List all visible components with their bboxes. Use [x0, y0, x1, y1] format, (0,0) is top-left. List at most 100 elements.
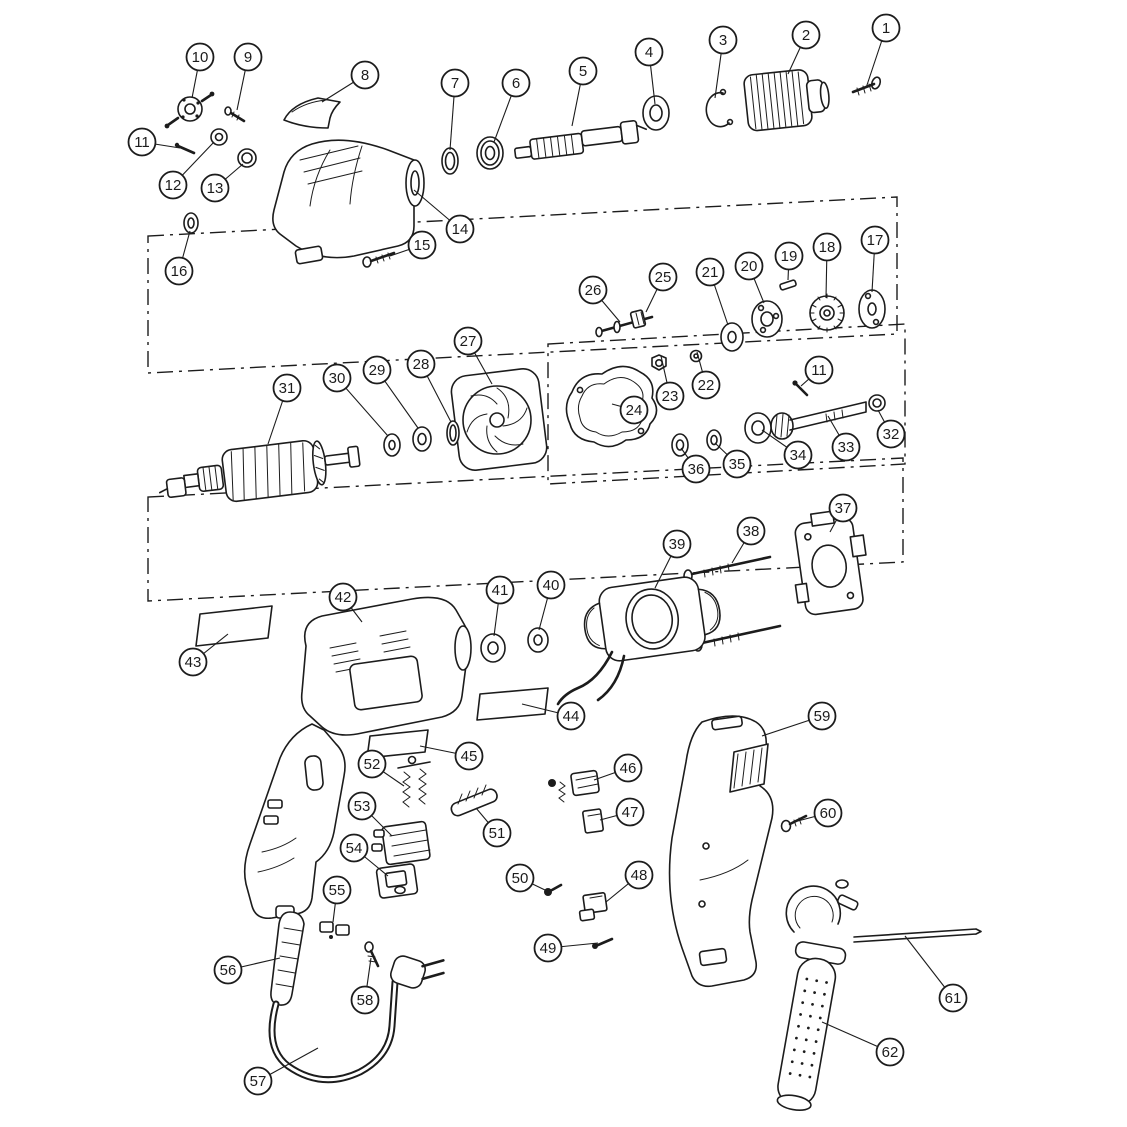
bearing-part-40 [527, 627, 549, 653]
callout-31: 31 [267, 373, 302, 445]
callout-number: 35 [729, 456, 746, 473]
callout-number: 27 [460, 333, 477, 350]
callout-number: 59 [814, 708, 831, 725]
callout-32: 32 [876, 409, 906, 449]
callout-circle [322, 875, 352, 905]
callout-57: 57 [243, 1047, 319, 1096]
callout-circle [695, 257, 725, 287]
callout-circle [783, 440, 813, 470]
screw-part-60 [780, 814, 808, 833]
callout-11: 11 [800, 355, 834, 387]
screw-part-11b [792, 380, 809, 397]
callout-number: 54 [346, 840, 363, 857]
callout-51: 51 [475, 807, 512, 848]
callout-28: 28 [406, 349, 452, 423]
callout-circle [200, 173, 230, 203]
callout-20: 20 [734, 251, 765, 304]
carbon-brush-part-47 [582, 808, 604, 834]
screw-part-1 [851, 76, 882, 96]
callout-circle [634, 37, 664, 67]
callout-circle [624, 860, 654, 890]
callout-circle [482, 818, 512, 848]
label-part-44 [476, 687, 549, 721]
callout-circle [619, 395, 649, 425]
callout-40: 40 [536, 570, 566, 631]
callout-17: 17 [860, 225, 890, 293]
callout-circle [791, 20, 821, 50]
callout-6: 6 [493, 68, 531, 143]
callout-circle [453, 326, 483, 356]
callout-number: 3 [719, 32, 727, 49]
callout-number: 7 [451, 75, 459, 92]
callout-number: 33 [838, 439, 855, 456]
callout-number: 49 [540, 940, 557, 957]
callout-number: 36 [688, 461, 705, 478]
bearing-part-29 [412, 426, 432, 452]
callout-number: 56 [220, 962, 237, 979]
spindle-shaft-part-5 [514, 119, 648, 160]
callout-18: 18 [812, 232, 842, 299]
callout-circle [615, 797, 645, 827]
switch-module-part-53 [371, 820, 431, 866]
callout-11: 11 [127, 127, 181, 157]
nut-part-32 [868, 394, 886, 412]
callout-circle [445, 214, 475, 244]
callout-circle [213, 955, 243, 985]
callout-circle [556, 701, 586, 731]
callout-circle [178, 647, 208, 677]
callout-number: 32 [883, 426, 900, 443]
callout-circle [533, 933, 563, 963]
callout-45: 45 [419, 741, 484, 771]
callout-circle [807, 701, 837, 731]
callout-55: 55 [322, 875, 352, 923]
cord-clamp-part-55 [319, 921, 350, 939]
pinion-shaft-part-25-26 [595, 309, 654, 338]
callout-56: 56 [213, 955, 281, 985]
callout-circle [185, 42, 215, 72]
bearing-part-41 [480, 633, 506, 663]
washer-part-36 [671, 433, 689, 457]
callout-number: 21 [702, 264, 719, 281]
callout-53: 53 [347, 791, 393, 837]
callout-circle [440, 68, 470, 98]
callout-number: 38 [743, 523, 760, 540]
callout-number: 44 [563, 708, 580, 725]
callout-number: 30 [329, 370, 346, 387]
callout-number: 51 [489, 825, 506, 842]
callout-number: 37 [835, 500, 852, 517]
callout-37: 37 [828, 493, 858, 533]
callout-22: 22 [691, 351, 721, 400]
screw-part-58 [364, 941, 380, 968]
callout-29: 29 [362, 355, 419, 429]
gear-shaft-part-33 [770, 401, 867, 440]
callout-circle [876, 419, 906, 449]
callout-39: 39 [654, 529, 692, 589]
callout-number: 28 [413, 356, 430, 373]
callout-36: 36 [680, 447, 711, 484]
callout-16: 16 [164, 230, 194, 286]
callout-number: 10 [192, 49, 209, 66]
callout-number: 9 [244, 49, 252, 66]
gear-housing-part-14 [272, 139, 425, 265]
callout-52: 52 [357, 749, 405, 787]
callout-47: 47 [599, 797, 645, 827]
stator-part-39 [556, 576, 721, 706]
callout-number: 58 [357, 992, 374, 1009]
callout-number: 11 [811, 362, 827, 379]
callout-number: 26 [585, 282, 602, 299]
callout-34: 34 [761, 429, 813, 470]
assembly-boundary-boxes [147, 196, 906, 602]
fan-bearing-plate-part-27 [450, 368, 548, 471]
callout-23: 23 [655, 355, 685, 411]
callout-number: 29 [369, 362, 386, 379]
callout-number: 20 [741, 258, 758, 275]
callout-44: 44 [521, 701, 586, 731]
callout-number: 34 [790, 447, 807, 464]
callout-42: 42 [328, 582, 363, 623]
nut-part-23 [651, 354, 667, 371]
callout-number: 14 [452, 221, 469, 238]
callout-15: 15 [389, 230, 437, 260]
callout-49: 49 [533, 933, 599, 963]
pin-part-19 [779, 279, 797, 291]
